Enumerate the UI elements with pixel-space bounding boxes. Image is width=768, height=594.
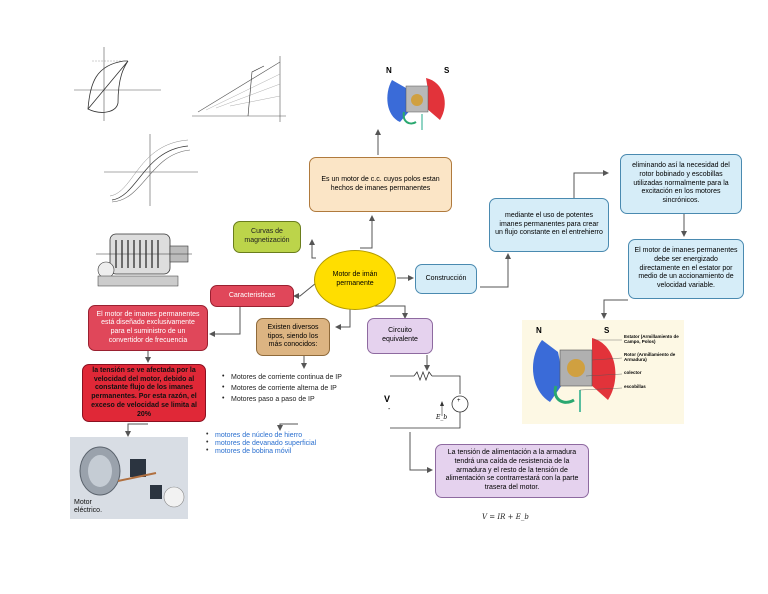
voltage-equation: V = IR + E_b <box>482 513 529 521</box>
equivalent-circuit-diagram: V - E_b + <box>384 370 476 432</box>
plus-sign: + <box>457 398 461 404</box>
south-label-top: S <box>444 66 450 75</box>
circuito-node[interactable]: Circuito equivalente <box>367 318 433 354</box>
list-item: Motores paso a paso de IP <box>222 395 362 403</box>
hysteresis-graph-image <box>66 43 166 123</box>
estator-node[interactable]: El motor de imanes permanentes debe ser … <box>628 239 744 299</box>
photo-caption: Motor eléctrico. <box>74 499 103 515</box>
construccion-node[interactable]: Construcción <box>415 264 477 294</box>
link-item[interactable]: motores de bobina móvil <box>206 447 356 455</box>
motor-types-list: Motores de corriente continua de IP Moto… <box>222 373 362 407</box>
list-item: Motores de corriente alterna de IP <box>222 384 362 392</box>
colector-label: colector <box>624 370 642 375</box>
caracteristicas-node[interactable]: Caracteristicas <box>210 285 294 307</box>
curvas-node[interactable]: Curvas de magnetización <box>233 221 301 253</box>
voltage-label: V <box>384 394 391 404</box>
demagnetization-curve-image <box>186 52 292 126</box>
rotor-label: Rotor (Armillamiento de Armadura) <box>624 352 676 363</box>
mediante-node[interactable]: mediante el uso de potentes imanes perma… <box>489 198 609 252</box>
escobillas-label: escobillas <box>624 384 646 389</box>
estator-label: Estator (Armillamiento de Campo, Polos) <box>624 334 679 345</box>
electric-motor-photo: Motor eléctrico. <box>70 437 188 519</box>
south-label: S <box>604 326 610 335</box>
link-item[interactable]: motores de núcleo de hierro <box>206 431 356 439</box>
tension-alimentacion-node[interactable]: La tensión de alimentación a la armadura… <box>435 444 589 498</box>
magnetization-curves-image <box>98 130 204 208</box>
motor-cutaway-drawing-image <box>92 212 200 298</box>
north-label-top: N <box>386 66 392 75</box>
definition-node[interactable]: Es un motor de c.c. cuyos polos estan he… <box>309 157 452 212</box>
center-node[interactable]: Motor de imán permanente <box>314 250 396 310</box>
existen-node[interactable]: Existen diversos tipos, siendo los más c… <box>256 318 330 356</box>
disenado-node[interactable]: El motor de imanes permanentes está dise… <box>88 305 208 351</box>
pm-motor-labeled-image: N S Estator (Armillamiento de Campo, Pol… <box>522 320 684 424</box>
pm-motor-image-top: N S <box>382 64 456 132</box>
list-item: Motores de corriente continua de IP <box>222 373 362 381</box>
minus-sign: - <box>388 406 391 413</box>
tension-velocidad-node[interactable]: la tensión se ve afectada por la velocid… <box>82 364 206 422</box>
eb-label: E_b <box>436 414 448 421</box>
motor-links-list: motores de núcleo de hierro motores de d… <box>206 431 356 456</box>
north-label: N <box>536 326 542 335</box>
link-item[interactable]: motores de devanado superficial <box>206 439 356 447</box>
eliminando-node[interactable]: eliminando así la necesidad del rotor bo… <box>620 154 742 214</box>
